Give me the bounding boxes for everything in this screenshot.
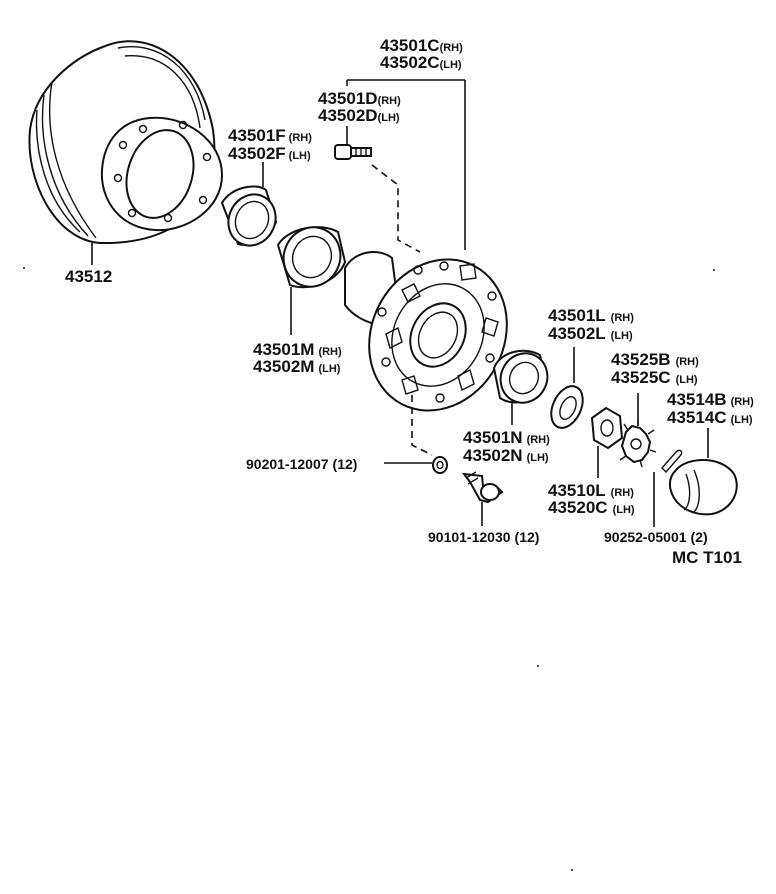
diagram-id: MC T101 [672, 548, 742, 567]
lock-nut [590, 406, 624, 450]
lock-cap-lh-label: 43525C(LH) [611, 368, 698, 387]
thrust-washer [550, 385, 584, 429]
disc-rotor [28, 40, 224, 245]
seal-rh-label: 43501F(RH) [228, 126, 312, 145]
scan-speck [571, 869, 573, 871]
washer-lh-label: 43502L(LH) [548, 324, 633, 343]
hub-stud-bolt [334, 144, 372, 160]
outer-bearing [492, 349, 549, 404]
hub-rh-label: 43501C(RH) [380, 36, 463, 55]
hub-washer-label: 90201-12007(12) [246, 456, 357, 472]
grease-cap-rh-label: 43514B(RH) [667, 390, 754, 409]
grease-cap [668, 458, 738, 516]
grease-cap-lh-label: 43514C(LH) [667, 408, 753, 427]
stud-lh-label: 43502D(LH) [318, 106, 400, 125]
nut-lh-label: 43520C(LH) [548, 498, 635, 517]
lock-cap-rh-label: 43525B(RH) [611, 350, 699, 369]
cotter-pin [661, 449, 683, 474]
scan-speck [23, 267, 25, 269]
nut-rh-label: 43510L(RH) [548, 481, 634, 500]
stud-rh-label: 43501D(RH) [318, 89, 401, 108]
scan-speck [713, 269, 715, 271]
cotter-pin-label: 90252-05001(2) [604, 529, 708, 545]
washer-alignment-line [411, 395, 433, 456]
nut-lock-cap [619, 419, 657, 468]
washer-rh-label: 43501L(RH) [548, 306, 634, 325]
seal-lh-label: 43502F(LH) [228, 144, 311, 163]
inner-bearing [276, 226, 347, 289]
axle-hub [344, 251, 508, 412]
oil-seal [220, 185, 278, 247]
hub-bolt-washer [432, 456, 448, 474]
hub-bolt-label: 90101-12030(12) [428, 529, 539, 545]
hub-flange-bolt [461, 471, 504, 504]
inner-bearing-rh-label: 43501M(RH) [253, 340, 342, 359]
hub-lh-label: 43502C(LH) [380, 53, 462, 72]
outer-bearing-rh-label: 43501N(RH) [463, 428, 550, 447]
stud-alignment-line [371, 164, 421, 253]
outer-bearing-lh-label: 43502N(LH) [463, 446, 549, 465]
rotor-part-number: 43512 [65, 267, 112, 286]
inner-bearing-lh-label: 43502M(LH) [253, 357, 341, 376]
scan-speck [537, 665, 539, 667]
